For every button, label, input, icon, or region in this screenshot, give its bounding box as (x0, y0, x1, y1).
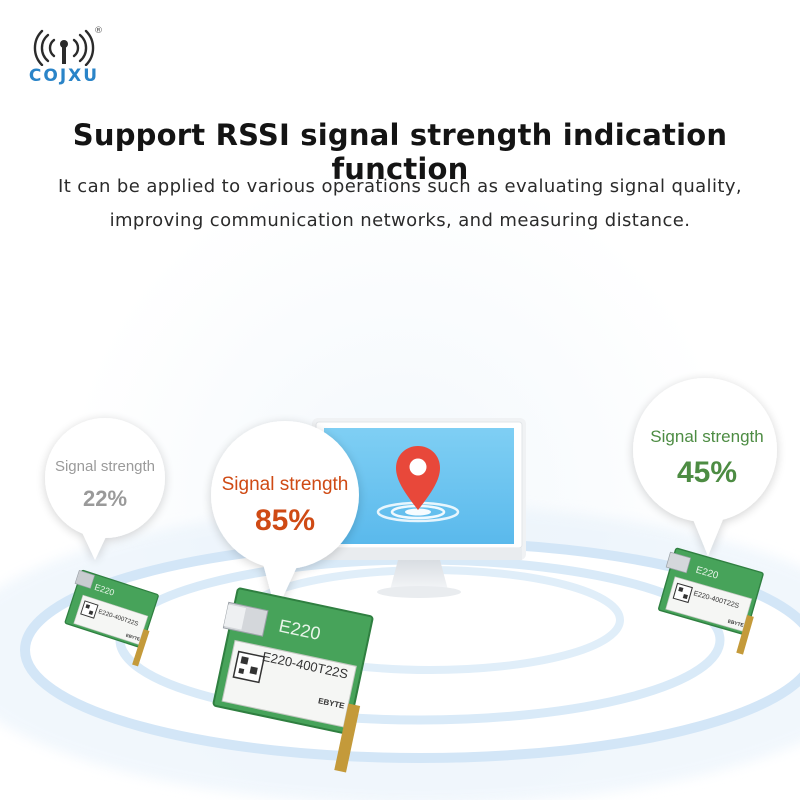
svg-text:EBYTE: EBYTE (125, 633, 140, 642)
bubble-3-value: 45% (676, 456, 738, 489)
signal-bubble-22 (45, 418, 165, 560)
lora-module-left: E220 E220-400T22S EBYTE (64, 569, 159, 667)
wifi-signal-icon (33, 29, 95, 66)
bubble-2-value: 85% (254, 504, 316, 537)
description-line-1: It can be applied to various operations … (57, 176, 742, 197)
brand-logo: ® COJXU (14, 26, 114, 88)
svg-text:EBYTE: EBYTE (727, 619, 745, 629)
bubble-3-label: Signal strength (650, 427, 764, 446)
lora-module-center: E220 E220-400T22S EBYTE (212, 587, 374, 773)
lora-module-right: E220 E220-400T22S EBYTE (658, 547, 764, 655)
signal-bubble-85 (211, 421, 359, 612)
bubble-2-label: Signal strength (221, 474, 349, 495)
monitor (312, 418, 526, 598)
signal-bubble-45 (633, 378, 777, 556)
map-pin-icon (396, 446, 440, 510)
registered-mark: ® (94, 26, 103, 36)
bubble-1-value: 22% (82, 486, 128, 511)
description-line-2: improving communication networks, and me… (109, 210, 691, 231)
bubble-1-label: Signal strength (54, 458, 156, 475)
brand-name: COJXU (28, 66, 100, 86)
page-title: Support RSSI signal strength indication … (72, 118, 728, 186)
